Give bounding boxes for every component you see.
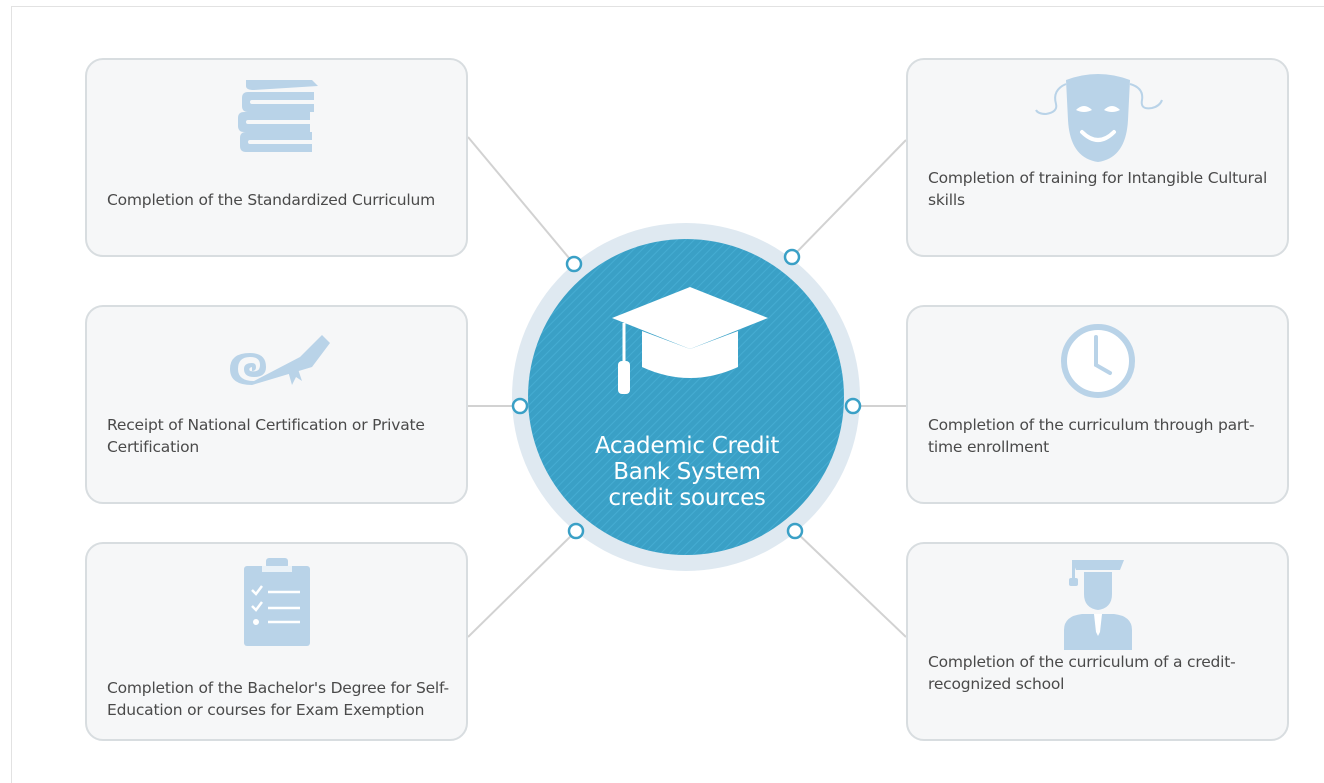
source-text: Completion of the Bachelor's Degree for … <box>107 679 449 719</box>
source-text: Receipt of National Certification or Pri… <box>107 416 425 456</box>
source-card-part-time: Completion of the curriculum through par… <box>906 305 1289 504</box>
node-top-left <box>565 255 583 273</box>
clipboard-checklist-icon <box>243 558 310 646</box>
node-top-right <box>783 248 801 266</box>
source-text: Completion of training for Intangible Cu… <box>928 169 1268 209</box>
graduate-person-icon <box>1063 560 1132 650</box>
connector-top-left <box>467 136 575 265</box>
graduation-cap-icon <box>612 287 768 394</box>
clock-icon <box>1060 324 1135 398</box>
source-card-bachelors-self-education: Completion of the Bachelor's Degree for … <box>85 542 468 741</box>
diploma-scroll-icon <box>229 335 330 385</box>
node-bottom-left <box>567 522 585 540</box>
frame-left-border <box>11 6 12 783</box>
frame-top-border <box>11 6 1324 7</box>
source-card-credit-recognized-school: Completion of the curriculum of a credit… <box>906 542 1289 741</box>
hub-title: Academic Credit Bank System credit sourc… <box>567 433 807 511</box>
hub-title-line-3: credit sources <box>608 485 766 511</box>
node-bottom-right <box>786 522 804 540</box>
connector-bottom-right <box>794 530 907 638</box>
source-card-standardized-curriculum: Completion of the Standardized Curriculu… <box>85 58 468 257</box>
theater-mask-icon <box>1034 74 1163 162</box>
node-middle-right <box>844 397 862 415</box>
hub-title-line-2: Bank System <box>613 459 761 485</box>
node-middle-left <box>511 397 529 415</box>
source-card-certification: Receipt of National Certification or Pri… <box>85 305 468 504</box>
source-text: Completion of the curriculum of a credit… <box>928 653 1236 693</box>
connector-top-right <box>791 139 907 258</box>
source-card-intangible-cultural: Completion of training for Intangible Cu… <box>906 58 1289 257</box>
hub-title-line-1: Academic Credit <box>594 433 780 459</box>
source-text: Completion of the Standardized Curriculu… <box>107 191 435 209</box>
connector-bottom-left <box>467 530 577 638</box>
source-text: Completion of the curriculum through par… <box>928 416 1255 456</box>
books-icon <box>237 80 318 152</box>
